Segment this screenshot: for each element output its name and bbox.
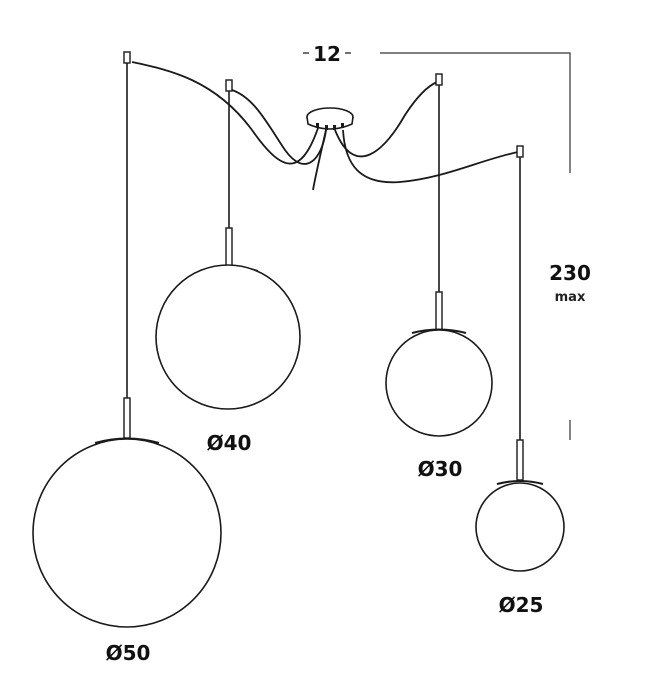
pendant-sphere-50 [32,63,222,628]
top-dimension: 12 [303,42,571,173]
hook-3 [435,73,443,86]
pendant-sphere-30 [385,85,493,437]
drop-dimension-note: max [555,290,586,305]
pendant-sphere-40 [155,91,301,410]
ceiling-canopy [306,107,354,130]
drop-dimension-value: 230 [549,261,591,285]
sphere-label-30: Ø30 [418,457,463,481]
hook-1 [123,51,131,64]
drop-dimension: 230 max [549,261,591,440]
top-dimension-value: 12 [313,42,341,66]
pendant-sphere-25 [475,157,565,572]
hook-4 [516,145,524,158]
sphere-label-25: Ø25 [499,593,544,617]
sphere-label-50: Ø50 [106,641,151,665]
sphere-label-40: Ø40 [207,431,252,455]
suspension-cables [131,61,519,191]
hook-2 [225,79,233,92]
